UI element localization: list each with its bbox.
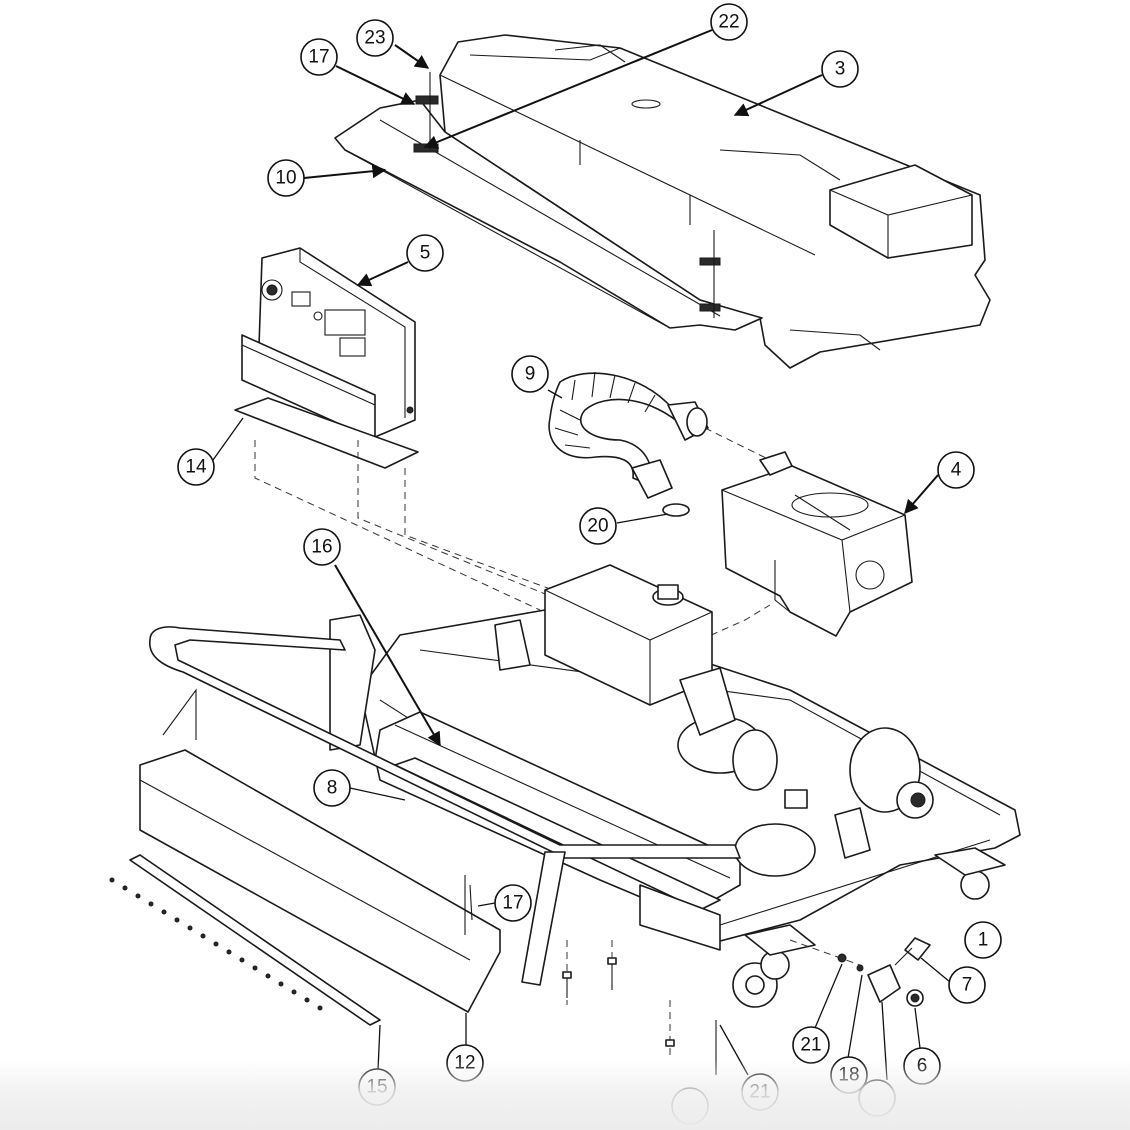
callout-label: 8	[327, 778, 338, 799]
callout-label: 22	[718, 12, 739, 33]
callout-20: 20	[579, 507, 617, 545]
callout-label: 17	[502, 893, 523, 914]
bottom-fasteners	[562, 937, 931, 1075]
callout-5: 5	[406, 234, 444, 272]
callout-label: 5	[420, 243, 431, 264]
callout-label: 3	[835, 59, 846, 80]
callout-7: 7	[948, 966, 986, 1004]
callout-21-a: 21	[792, 1026, 830, 1064]
main-frame-chassis	[254, 440, 1021, 1008]
fuel-tank	[721, 451, 913, 637]
callout-label: 9	[525, 364, 536, 385]
callout-10: 10	[267, 159, 305, 197]
handle-bar	[149, 626, 741, 986]
callout-label: 1	[978, 930, 989, 951]
callout-17-top: 17	[300, 38, 338, 76]
callout-16: 16	[303, 528, 341, 566]
callout-8: 8	[313, 769, 351, 807]
callout-17-bottom: 17	[494, 884, 532, 922]
callout-23: 23	[356, 19, 394, 57]
callout-4: 4	[937, 451, 975, 489]
callout-label: 16	[311, 537, 332, 558]
exhaust-hose	[548, 371, 771, 517]
callout-label: 17	[308, 47, 329, 68]
callout-1: 1	[964, 921, 1002, 959]
control-box-assembly	[234, 247, 419, 469]
callout-label: 23	[364, 28, 385, 49]
callout-label: 10	[275, 168, 296, 189]
callout-label: 4	[951, 460, 962, 481]
callout-label: 7	[962, 975, 973, 996]
callout-label: 14	[185, 457, 207, 478]
callout-14: 14	[177, 448, 215, 486]
leader-lines	[212, 29, 951, 1081]
bottom-fade-overlay	[0, 1060, 1130, 1130]
callout-label: 21	[800, 1035, 821, 1056]
screw-row	[109, 877, 323, 1011]
callout-9: 9	[511, 355, 549, 393]
callout-3: 3	[821, 50, 859, 88]
front-skirt-panel	[129, 688, 501, 1026]
callout-label: 20	[587, 516, 608, 537]
callout-22: 22	[710, 3, 748, 41]
top-cover-assembly	[334, 34, 991, 369]
